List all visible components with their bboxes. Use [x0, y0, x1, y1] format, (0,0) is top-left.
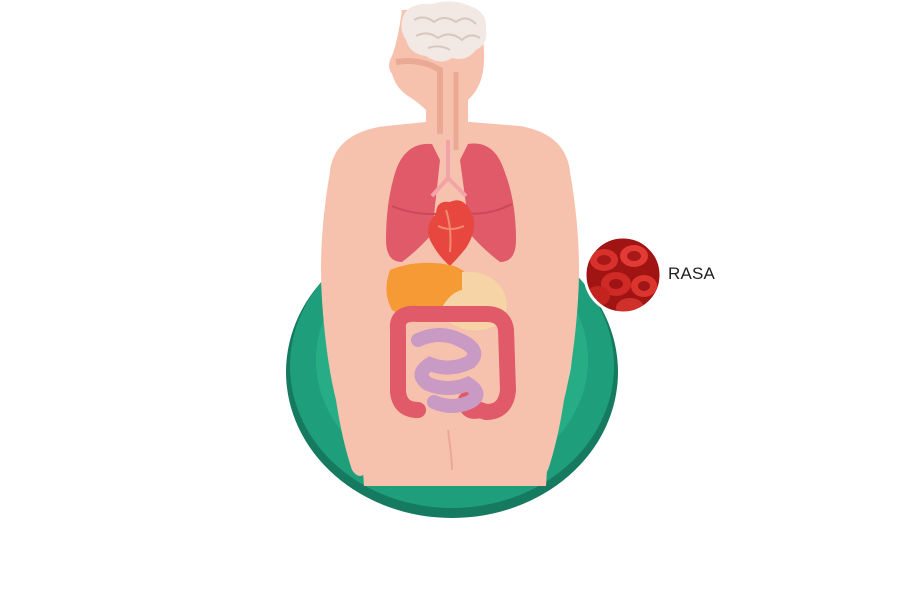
- red-blood-cells-icon: [583, 235, 663, 315]
- heart: [428, 200, 475, 266]
- large-intestine: [389, 305, 517, 421]
- callout-label-rasa: RASA: [668, 264, 716, 283]
- small-intestine: [411, 328, 484, 413]
- brain: [401, 1, 487, 62]
